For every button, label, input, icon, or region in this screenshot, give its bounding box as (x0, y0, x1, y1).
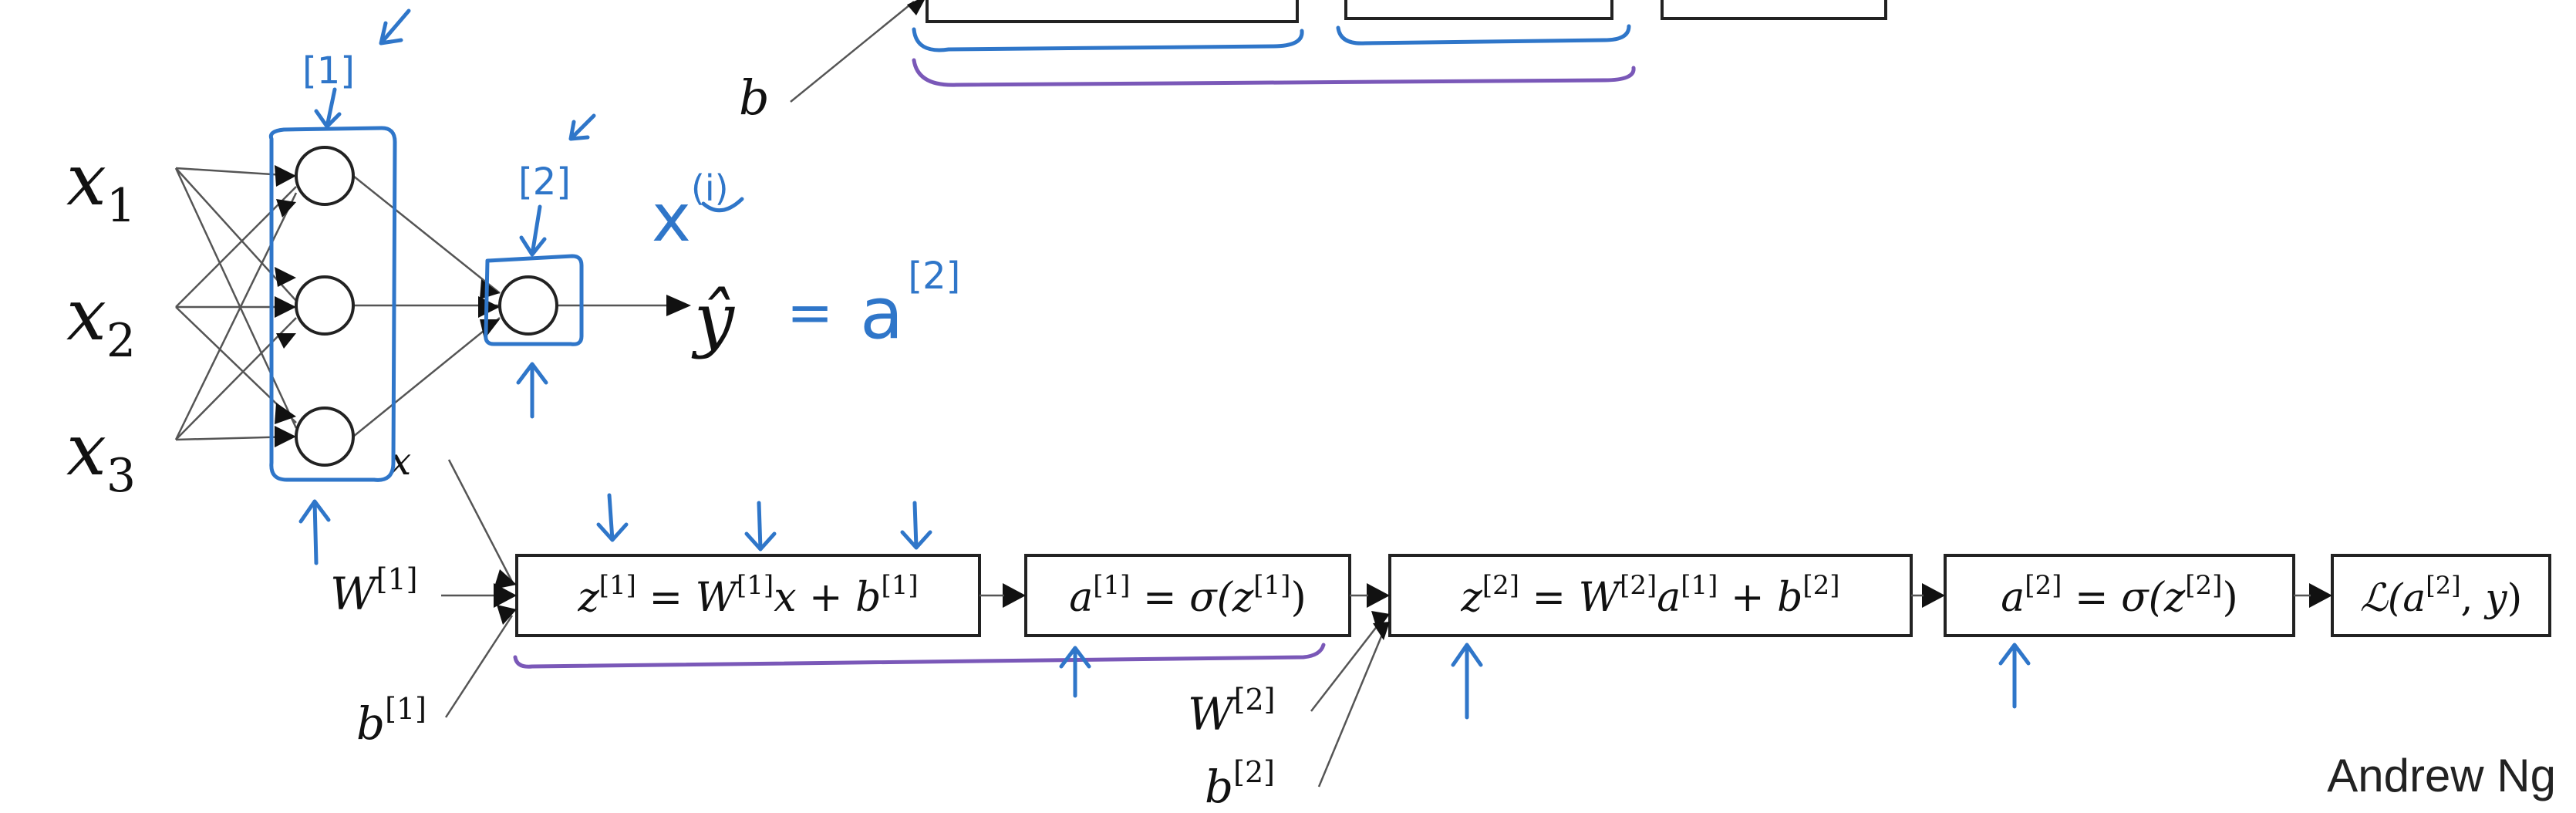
network-connections (174, 165, 691, 447)
b-top-label: b (739, 69, 770, 126)
top-computation-row-cropped: b (739, 0, 1887, 126)
top-box-3 (1661, 0, 1887, 20)
hidden-neuron-1 (295, 146, 355, 206)
a2-box (1944, 554, 2295, 637)
hidden-up-arrow (298, 499, 331, 565)
a2-annotation: a[2] (860, 255, 960, 355)
top-box-2 (1344, 0, 1613, 20)
z1-box (515, 554, 981, 637)
b2-input-line (1317, 630, 1385, 788)
output-layer-outline (484, 254, 584, 346)
a2-up-arrow (1998, 643, 2031, 709)
b2-label: b[2] (1205, 755, 1275, 813)
output-neuron (498, 275, 558, 336)
x-i-underline (701, 197, 744, 213)
equals-annotation: = (787, 280, 833, 345)
input-x1: x1 (66, 139, 136, 233)
z2-box (1388, 554, 1913, 637)
input-x3: x3 (66, 409, 136, 503)
author-credit: Andrew Ng (2327, 750, 2556, 801)
W2-input-line (1310, 621, 1381, 712)
hidden-layer-outline (268, 126, 397, 482)
computation-graph: z[1] = W[1]x + b[1] a[1] = σ(z[1]) z[2] … (330, 459, 2551, 813)
b1-label: b[1] (356, 692, 427, 750)
loss-box (2331, 554, 2551, 637)
input-x2: x2 (66, 274, 136, 368)
top-purple-brace (912, 58, 1636, 87)
top-brace-1 (912, 27, 1304, 52)
a2-equation: a[2] = σ(z[2]) (2001, 570, 2238, 621)
loss-equation: ℒ(a[2], y) (2360, 571, 2522, 620)
top-box-1 (926, 0, 1299, 23)
x-input-line (447, 459, 515, 585)
z1-down-arrow-3 (900, 501, 932, 550)
y-hat-label: ŷ (691, 278, 735, 360)
x-i-annotation: x(i) (652, 167, 729, 257)
z1-down-arrow-1 (596, 493, 629, 542)
z1-down-arrow-2 (744, 501, 777, 552)
output-up-arrow (516, 362, 548, 419)
layer2-pointer-arrow (568, 113, 596, 141)
z2-up-arrow (1451, 643, 1483, 720)
a1-box (1024, 554, 1351, 637)
handwritten-annotations: [1] [2] x(i) = a[2] (268, 8, 960, 565)
b-top-input-line (790, 1, 915, 103)
layer1-purple-brace (513, 643, 1326, 669)
layer1-down-arrow (314, 87, 342, 129)
a1-up-arrow (1059, 646, 1091, 698)
z2-equation: z[2] = W[2]a[1] + b[2] (1460, 570, 1839, 621)
hidden-neuron-3 (295, 406, 355, 467)
layer1-label: [1] (302, 49, 355, 93)
layer1-pointer-arrow (379, 8, 411, 46)
z1-equation: z[1] = W[1]x + b[1] (577, 570, 918, 621)
b1-input-line (444, 615, 514, 718)
W2-label: W[2] (1188, 683, 1275, 740)
hidden-layer (295, 146, 355, 467)
layer2-label: [2] (518, 160, 571, 204)
a1-equation: a[1] = σ(z[1]) (1069, 570, 1307, 621)
layer2-down-arrow (519, 204, 547, 257)
b-top-arrowhead (907, 0, 925, 15)
W1-label: W[1] (330, 562, 417, 620)
top-brace-2 (1336, 24, 1631, 46)
graph-annotations (513, 493, 2031, 720)
input-layer: x1 x2 x3 (66, 139, 136, 503)
hidden-neuron-2 (295, 275, 355, 336)
